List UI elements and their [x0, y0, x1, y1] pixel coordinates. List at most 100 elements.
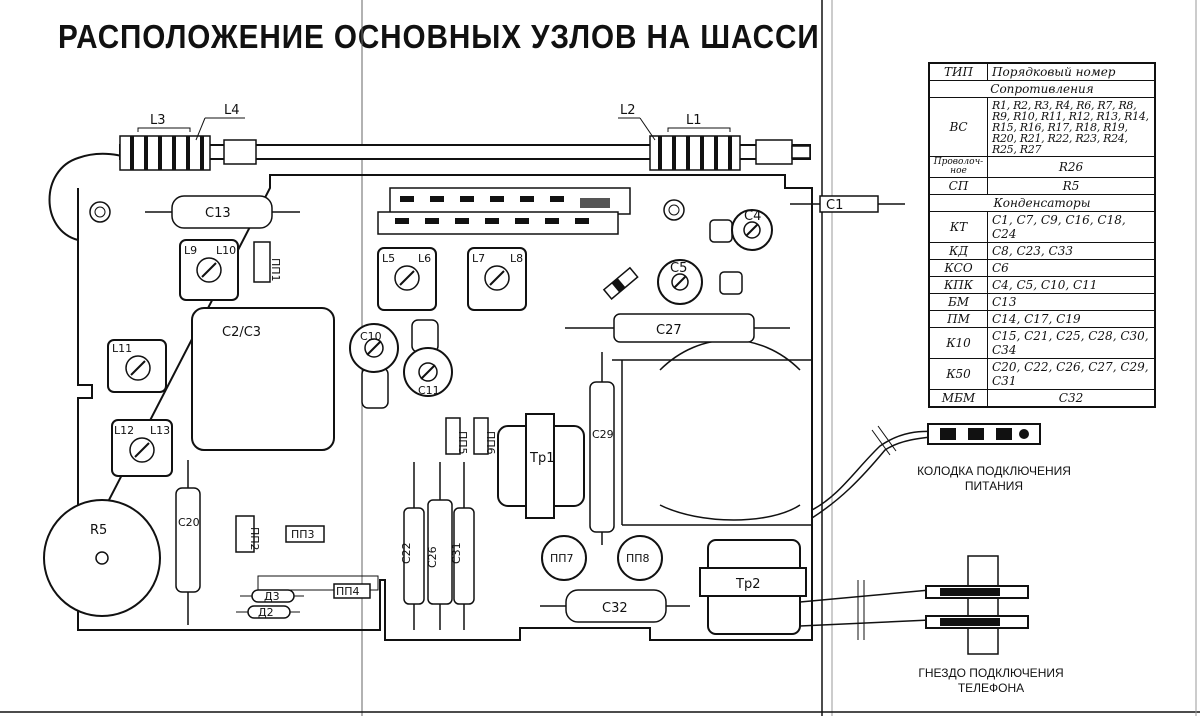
svg-text:Д3: Д3	[264, 590, 280, 603]
svg-text:C10: C10	[360, 330, 382, 343]
svg-text:L8: L8	[510, 252, 523, 265]
legend-section-capacitors: Конденсаторы	[993, 196, 1091, 210]
capacitor-C26: C26	[426, 462, 453, 630]
band-switch	[377, 187, 631, 235]
svg-text:C5: C5	[670, 261, 687, 276]
svg-text:C20: C20	[178, 516, 200, 529]
legend-row: Проволоч-ное R26	[930, 157, 1154, 178]
trimmer-C5: C5	[657, 259, 743, 305]
label-L2: L2	[620, 103, 636, 118]
legend-row: ВС R1, R2, R3, R4, R6, R7, R8, R9, R10, …	[930, 98, 1154, 157]
svg-text:L11: L11	[112, 342, 132, 355]
trimmer-C4: C4	[709, 209, 773, 251]
diode-PP2: ПП2	[235, 515, 261, 553]
svg-text:ПП6: ПП6	[484, 431, 497, 455]
svg-text:ПП7: ПП7	[550, 552, 574, 565]
svg-text:C32: C32	[602, 601, 628, 616]
phone-jack	[925, 555, 1029, 655]
diode-PP5: ПП5	[445, 417, 469, 455]
transformer-Tp1: Тр1	[497, 413, 585, 519]
svg-text:L7: L7	[472, 252, 485, 265]
trimmer-C11: C11	[403, 319, 453, 397]
label-L1: L1	[686, 113, 702, 128]
svg-text:C22: C22	[400, 542, 413, 564]
parts-legend-table: ТИП Порядковый номер Сопротивления ВС R1…	[928, 62, 1156, 408]
coil-L1	[649, 135, 741, 171]
svg-text:ПП8: ПП8	[626, 552, 650, 565]
capacitor-C20: C20	[175, 460, 201, 625]
svg-text:ПП2: ПП2	[248, 527, 261, 551]
coil-L7-L8: L7 L8	[467, 247, 527, 311]
svg-text:L6: L6	[418, 252, 431, 265]
capacitor-C2-C3: C2/C3	[191, 307, 335, 451]
svg-text:L12: L12	[114, 424, 134, 437]
svg-text:ПП4: ПП4	[336, 585, 360, 598]
svg-text:C29: C29	[592, 428, 614, 441]
power-connector	[927, 423, 1041, 445]
diode-D2: Д2	[236, 605, 300, 619]
label-L4: L4	[224, 103, 240, 118]
svg-text:C11: C11	[418, 384, 440, 397]
capacitor-C29: C29	[589, 352, 615, 545]
legend-header-type: ТИП	[930, 64, 988, 80]
diode-PP3: ПП3	[285, 525, 325, 543]
svg-text:C2/C3: C2/C3	[222, 325, 261, 340]
diode-PP4: ПП4	[333, 583, 371, 599]
svg-text:L13: L13	[150, 424, 170, 437]
page-title: РАСПОЛОЖЕНИЕ ОСНОВНЫХ УЗЛОВ НА ШАССИ	[58, 18, 820, 55]
svg-text:C1: C1	[826, 198, 843, 213]
transistor-PP7: ПП7	[541, 535, 587, 581]
capacitor-C31: C31	[450, 462, 475, 630]
svg-text:Тр2: Тр2	[735, 577, 760, 592]
coil-L12-L13: L12 L13	[111, 419, 173, 477]
svg-text:ПП1: ПП1	[269, 258, 282, 282]
capacitor-C1: C1	[790, 195, 905, 213]
coil-L3	[119, 135, 211, 171]
transistor-PP8: ПП8	[617, 535, 663, 581]
svg-text:R5: R5	[90, 523, 107, 538]
svg-text:Д2: Д2	[258, 606, 274, 619]
coil-L11: L11	[107, 339, 167, 393]
legend-section-resistors: Сопротивления	[990, 82, 1094, 96]
capacitor-C27: C27	[565, 313, 790, 343]
capacitor-C32: C32	[540, 589, 690, 623]
legend-header-number: Порядковый номер	[992, 65, 1116, 79]
svg-text:Тр1: Тр1	[529, 451, 554, 466]
trimmer-C10: C10	[349, 323, 399, 409]
capacitor-C22: C22	[400, 462, 425, 630]
chassis-outline	[77, 174, 813, 641]
potentiometer-R5: R5	[43, 499, 161, 617]
svg-text:ПП5: ПП5	[456, 431, 469, 455]
svg-text:C4: C4	[744, 209, 761, 224]
svg-text:L10: L10	[216, 244, 236, 257]
coil-L5-L6: L5 L6	[377, 247, 437, 311]
svg-text:ПП3: ПП3	[291, 528, 315, 541]
svg-text:C13: C13	[205, 206, 231, 221]
svg-text:L5: L5	[382, 252, 395, 265]
legend-row: СП R5	[930, 178, 1154, 195]
svg-text:C31: C31	[450, 542, 463, 564]
transformer-Tp2: Тр2	[699, 539, 807, 635]
label-L3: L3	[150, 113, 166, 128]
coil-L9-L10: L9 L10	[179, 239, 239, 301]
svg-text:C27: C27	[656, 323, 682, 338]
phone-jack-label: ГНЕЗДО ПОДКЛЮЧЕНИЯ ТЕЛЕФОНА	[918, 666, 1064, 695]
svg-text:C26: C26	[426, 546, 439, 568]
diode-PP1: ПП1	[253, 241, 282, 283]
ferrite-holder	[48, 152, 131, 241]
power-connector-label: КОЛОДКА ПОДКЛЮЧЕНИЯ ПИТАНИЯ	[917, 464, 1071, 493]
diode-PP6: ПП6	[473, 417, 497, 455]
diode-D3: Д3	[240, 589, 304, 603]
capacitor-C13: C13	[145, 195, 300, 229]
legend-header-row: ТИП Порядковый номер	[930, 64, 1154, 81]
